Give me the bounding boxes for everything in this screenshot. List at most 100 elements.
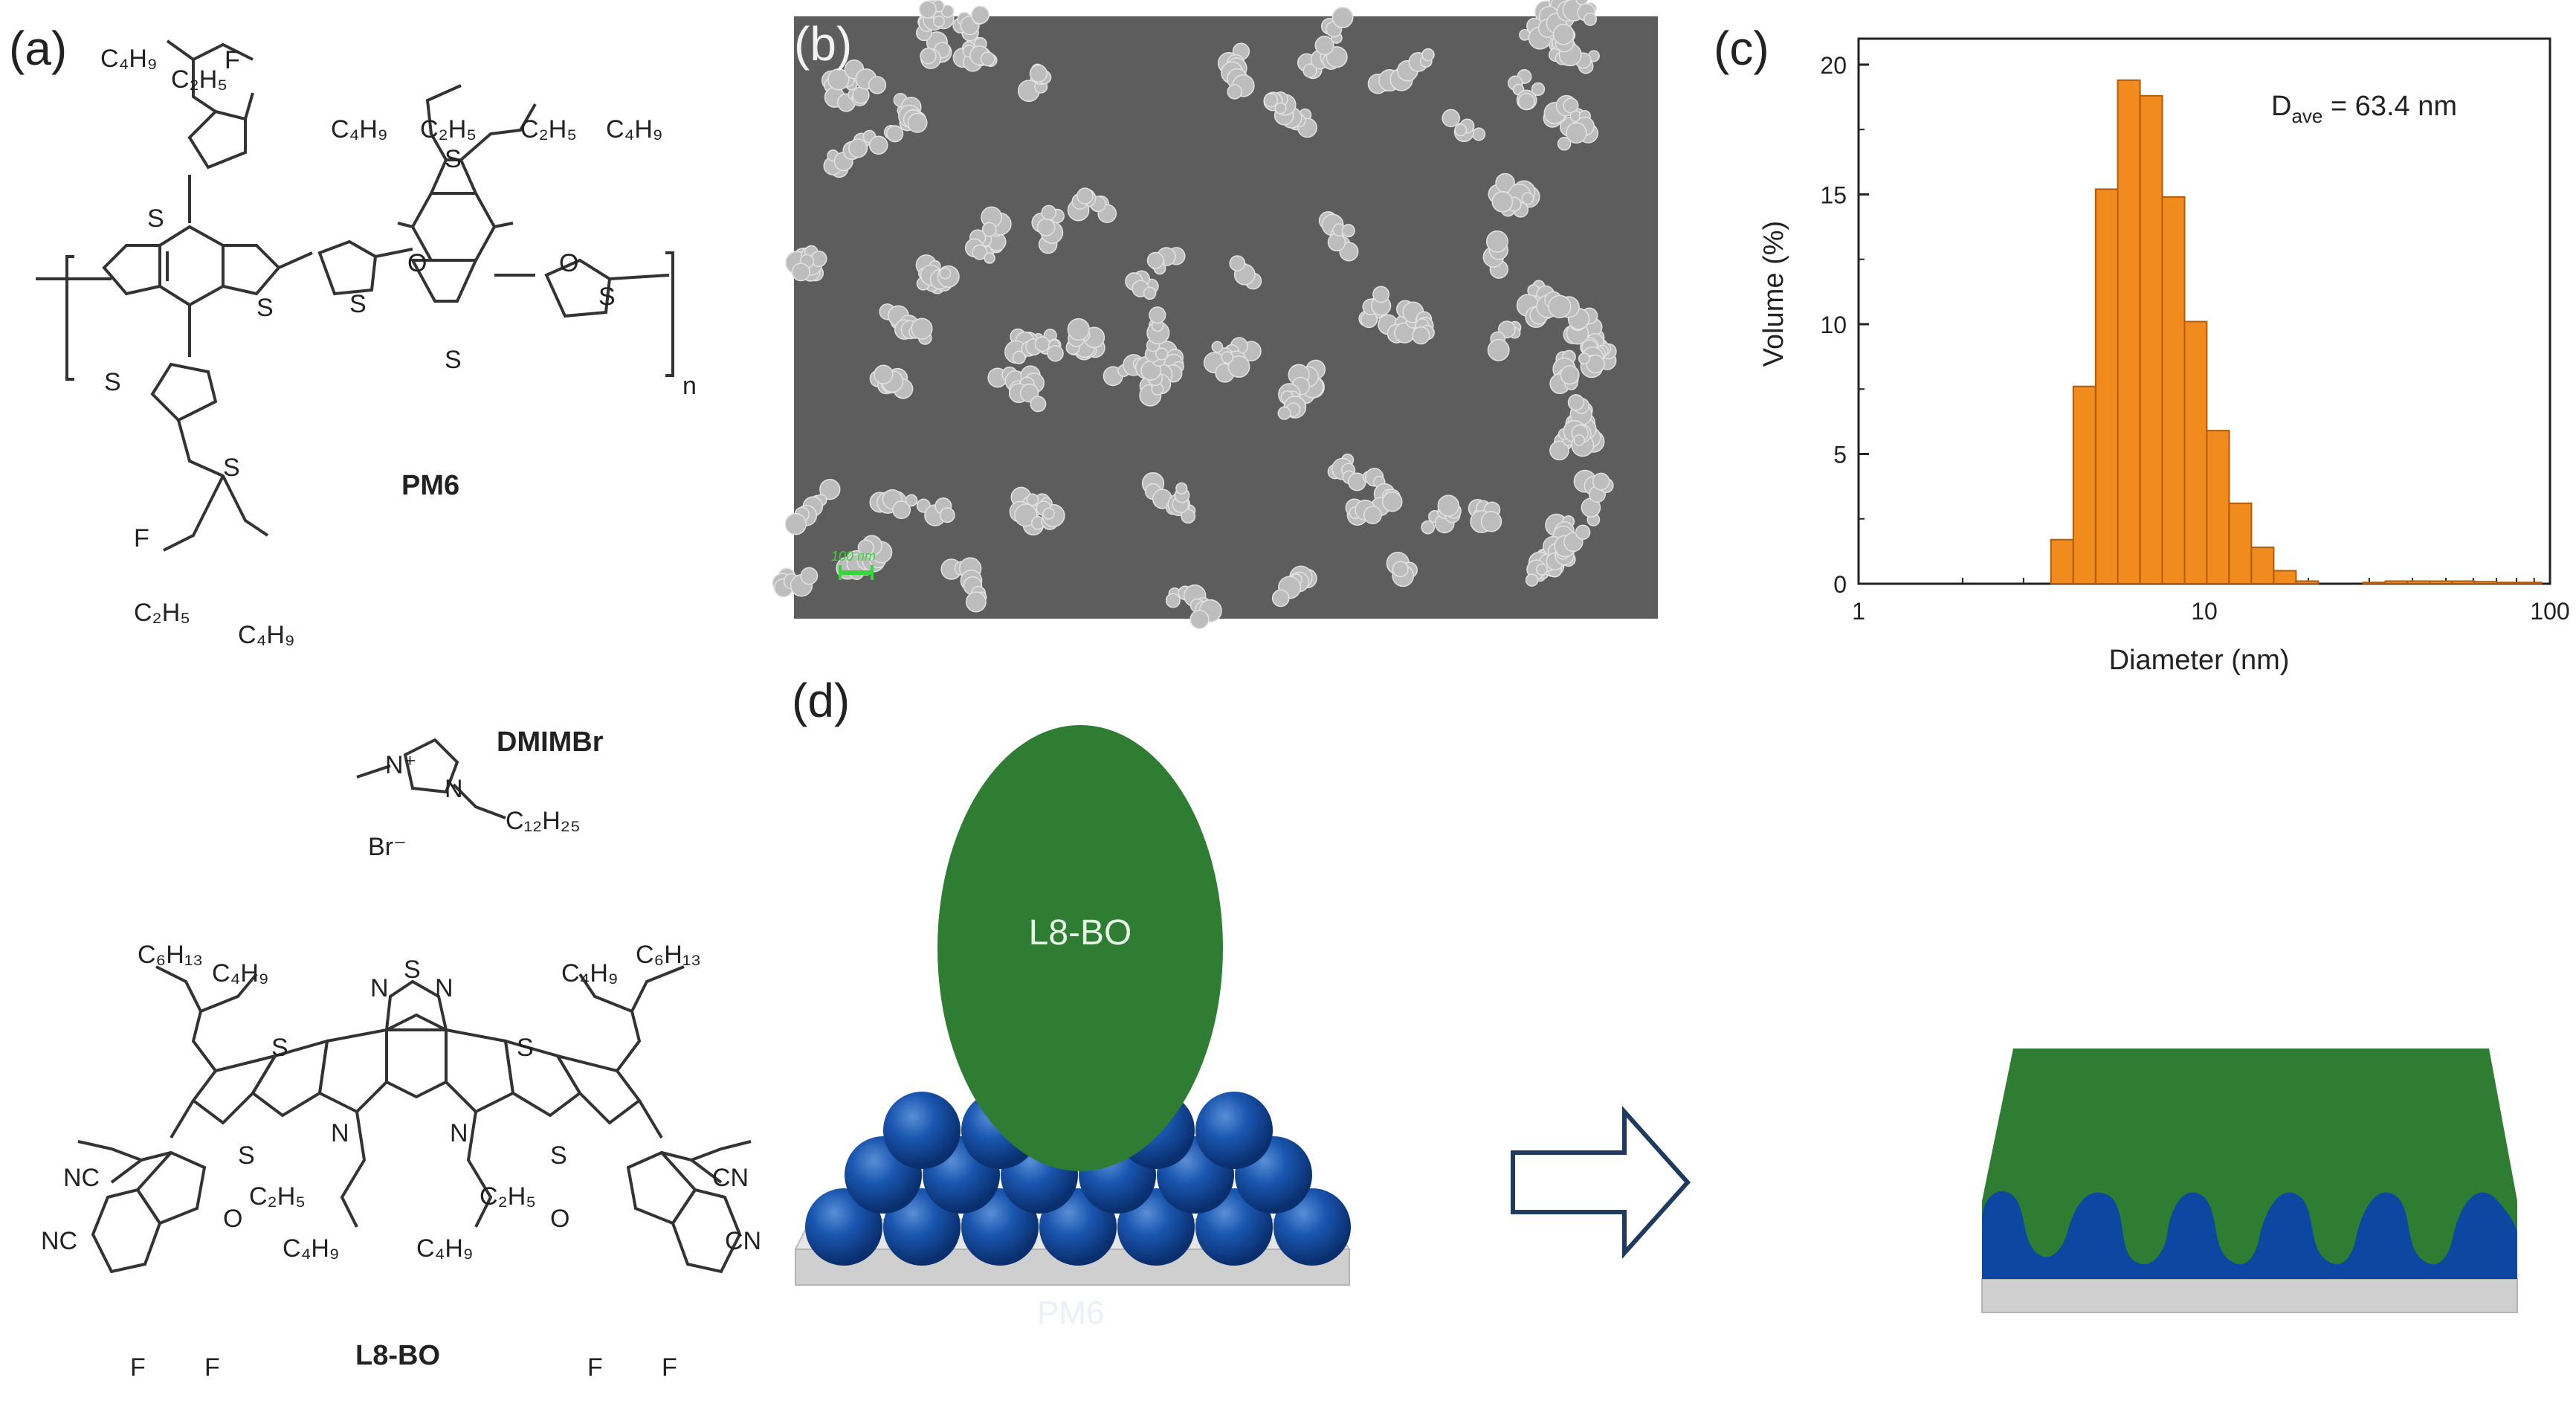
sem-particle [972, 244, 988, 260]
histogram-bar [2050, 538, 2074, 585]
histogram-bar [2183, 320, 2208, 584]
sem-particle [1382, 491, 1403, 512]
sem-particle [1229, 255, 1246, 271]
sem-particle [1421, 48, 1435, 62]
histogram-bar [2406, 580, 2431, 584]
histogram-bar [2094, 188, 2119, 584]
atom-s-l1: S [271, 1034, 288, 1062]
y-tick-label: 15 [1820, 181, 1847, 208]
sem-particle [1592, 472, 1610, 491]
transition-arrow [1511, 1106, 1691, 1259]
l8bo-schematic-label: L8-BO [1029, 913, 1132, 953]
sem-particle [1557, 137, 1572, 151]
sem-particle [1211, 341, 1224, 353]
sub-c4h9-6: C₄H₉ [561, 959, 618, 988]
atom-f-r2: F [662, 1353, 677, 1382]
sem-particle [1067, 318, 1090, 341]
sem-particle [784, 513, 807, 535]
sem-particle [886, 125, 904, 143]
panel-label-d: (d) [792, 674, 850, 727]
sem-particle [1372, 286, 1390, 303]
sem-particle [1521, 192, 1534, 205]
atom-n-btd1: N [370, 974, 389, 1002]
sem-particle [1042, 507, 1055, 520]
sub-c4h9-2: C₄H₉ [331, 115, 387, 144]
polymer-n: n [682, 372, 697, 400]
sem-particle [1175, 482, 1188, 495]
sem-particle [905, 494, 918, 507]
sem-particle [1146, 251, 1164, 269]
dmimbr-structure [356, 738, 506, 819]
sem-particle [1047, 344, 1064, 362]
sem-particle [1560, 365, 1580, 385]
histogram-bar [2362, 582, 2386, 584]
x-tick-label: 100 [2530, 598, 2569, 625]
histogram-bar [2250, 547, 2275, 584]
sem-particle [1030, 396, 1047, 413]
panel-label-c: (c) [1714, 22, 1769, 75]
sem-particle [1363, 506, 1382, 525]
sem-particle [892, 500, 911, 520]
sem-particle [1421, 520, 1436, 535]
atom-o-1: O [407, 249, 427, 277]
sub-c6h13-1: C₆H₁₃ [138, 941, 203, 969]
atom-n-2: N [445, 775, 463, 803]
atom-s-btd: S [404, 956, 421, 984]
sem-particle [1442, 109, 1460, 128]
sub-c2h5-5: C₂H₅ [249, 1182, 306, 1211]
atom-f-l2: F [204, 1353, 220, 1382]
atom-n-plus: N⁺ [385, 751, 417, 779]
bhj-film [1981, 1048, 2518, 1313]
sem-particle [1041, 204, 1057, 221]
sem-particle [918, 0, 937, 19]
bromide: Br⁻ [368, 833, 407, 861]
sem-particle [1566, 122, 1587, 144]
sem-particle [1189, 609, 1210, 630]
sem-particle [800, 567, 819, 585]
sem-particle [1583, 12, 1598, 26]
dmimbr-name: DMIMBr [497, 727, 604, 758]
y-tick-label: 20 [1820, 52, 1847, 79]
sub-c2h5-3: C₂H₅ [520, 115, 577, 144]
sem-particle [1181, 509, 1196, 524]
histogram-bar [2384, 580, 2409, 584]
atom-nc-2: NC [41, 1227, 77, 1255]
film-donor-phase [1982, 1191, 2517, 1279]
sem-particle [920, 48, 937, 65]
sem-particle [791, 262, 810, 282]
l8bo-name: L8-BO [355, 1340, 440, 1371]
sem-particle [1076, 187, 1094, 204]
sem-particle [1535, 563, 1548, 576]
sem-particle [1575, 524, 1591, 541]
sem-particle [1026, 493, 1039, 506]
atom-o-right: O [550, 1205, 569, 1233]
sem-particle [1271, 589, 1290, 608]
atom-s-1: S [147, 204, 164, 233]
pm6-name: PM6 [401, 470, 459, 501]
sem-particle [1165, 593, 1181, 608]
histogram-bar [2273, 570, 2297, 584]
film-acceptor-phase [1982, 1048, 2517, 1279]
histogram-bar [2117, 79, 2141, 585]
sem-particle [1578, 352, 1590, 365]
atom-s-7: S [445, 346, 462, 374]
sem-particle [1227, 84, 1242, 100]
sem-particle [1392, 561, 1409, 578]
atom-cn-2: CN [725, 1227, 761, 1255]
atom-s-5: S [349, 290, 367, 318]
atom-s-8: S [598, 283, 616, 311]
atom-s-r2: S [550, 1141, 567, 1170]
sem-particle [1549, 440, 1569, 461]
sub-c6h13-2: C₆H₁₃ [636, 941, 701, 969]
atom-nc-1: NC [63, 1164, 100, 1192]
panel-label-a: (a) [9, 22, 68, 75]
sem-particle [1531, 82, 1546, 97]
sub-c4h9-5: C₄H₉ [212, 959, 268, 988]
dmimbr-labels: N⁺ N C₁₂H₂₅ Br⁻ DMIMBr [368, 727, 604, 861]
histogram-bar [2206, 430, 2230, 584]
pm6-structure [36, 39, 674, 552]
atom-s-4: S [223, 454, 240, 482]
l8bo-labels: N S N N N S S S S O O NC NC CN CN F F F … [41, 941, 761, 1382]
y-tick-label: 5 [1833, 441, 1847, 468]
